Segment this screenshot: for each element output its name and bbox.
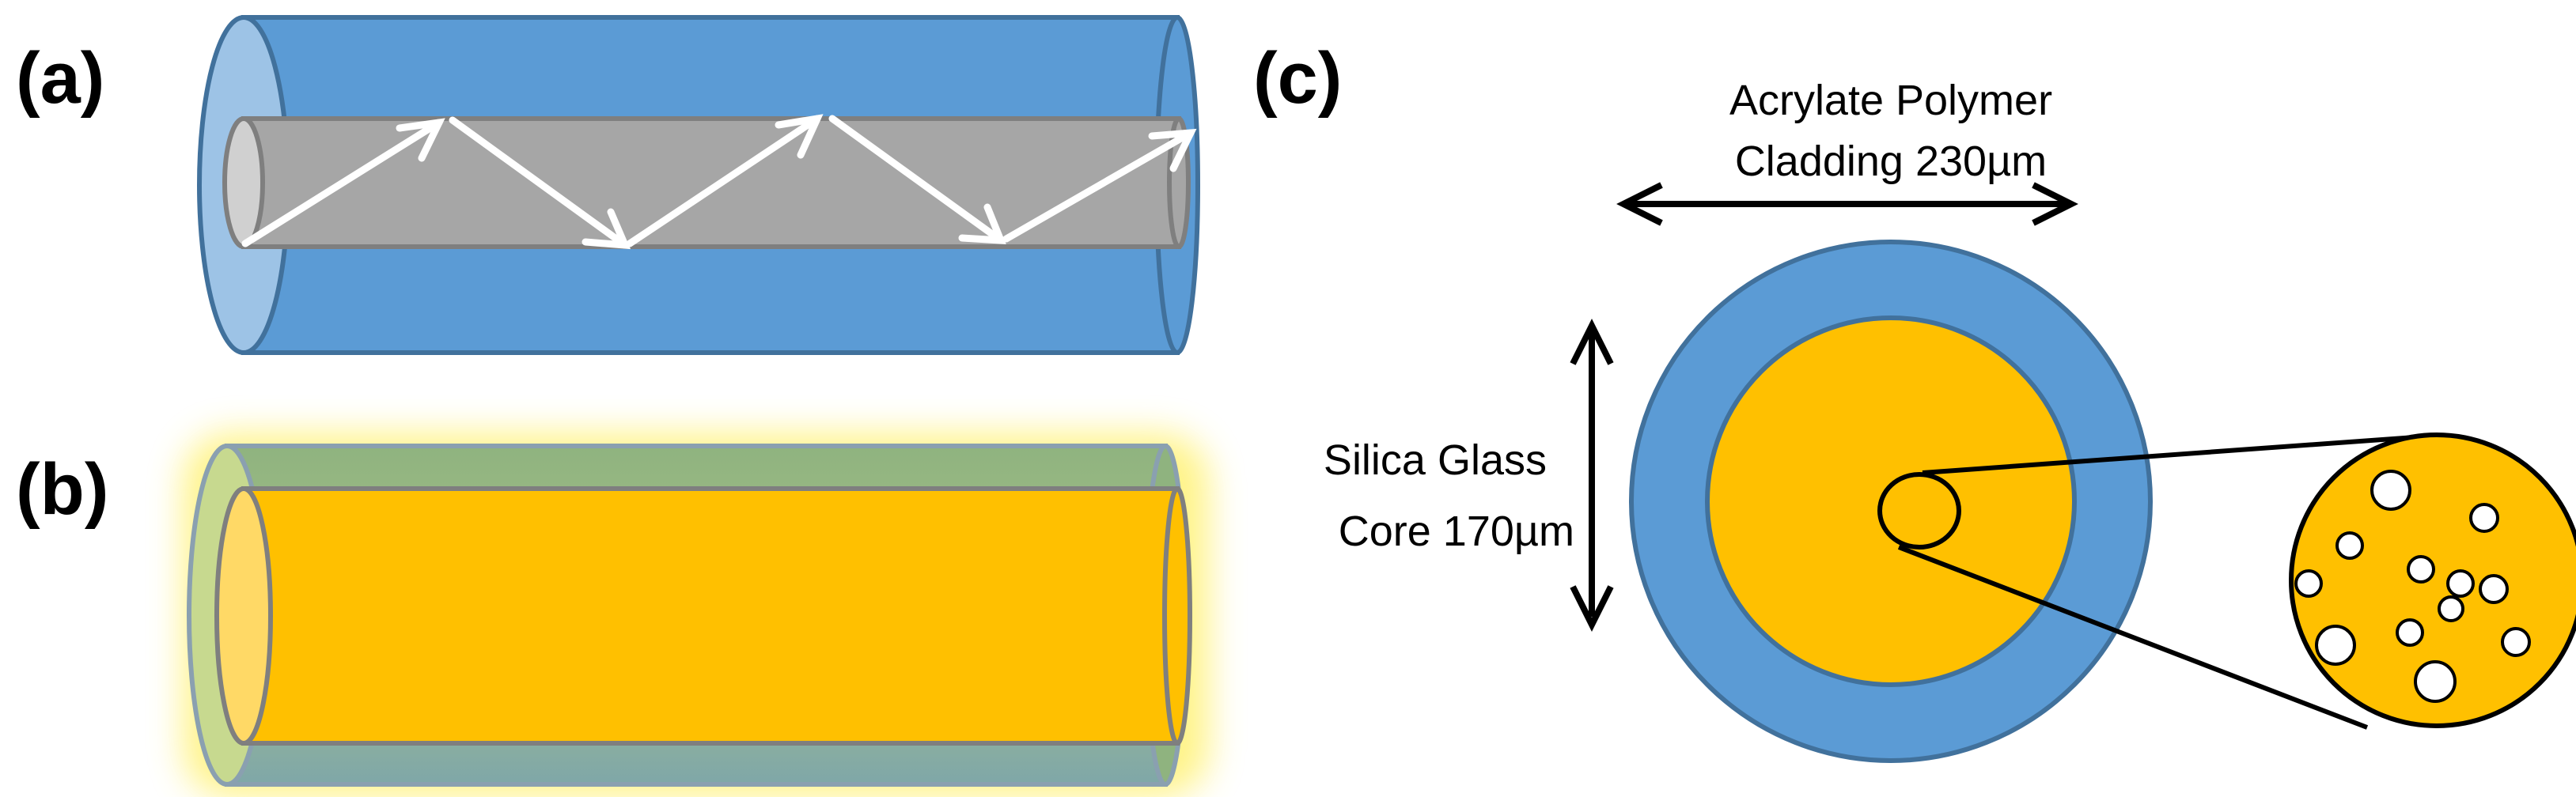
pore: [2501, 627, 2531, 657]
ray-segment: [1002, 129, 1195, 243]
callout-line-top: [1922, 434, 2426, 475]
light-ray-path: [241, 114, 1197, 250]
arrowhead: [1148, 128, 1197, 172]
panel-b: (b): [16, 433, 1209, 797]
panel-a-label: (a): [16, 38, 104, 119]
ray-segment: [626, 115, 821, 247]
pore: [2414, 660, 2457, 703]
panel-c-label: (c): [1253, 38, 1342, 119]
pore: [2479, 574, 2509, 604]
pore: [2294, 569, 2323, 598]
magnified-core-detail: [2289, 432, 2576, 728]
core-label-line2: Core 170µm: [1339, 508, 1574, 555]
magnification-callout: [1877, 432, 2576, 730]
panel-c: (c) Acrylate Polymer Cladding 230µm Sili…: [1253, 38, 2576, 763]
pore: [2335, 531, 2364, 560]
ray-segment: [241, 119, 443, 247]
cladding-label-line2: Cladding 230µm: [1735, 138, 2047, 185]
cladding-diameter-arrow: [1616, 182, 2078, 226]
arrowhead: [581, 208, 631, 250]
callout-line-bottom: [1897, 545, 2369, 730]
panel-a: (a): [16, 15, 1200, 355]
arrowhead: [958, 203, 1006, 244]
pore: [2446, 569, 2475, 598]
core-diameter-arrow: [1570, 319, 1614, 632]
ray-segment: [828, 115, 1005, 244]
pore: [2469, 503, 2499, 533]
ray-segment: [449, 116, 629, 249]
pores-group: [2294, 470, 2531, 703]
pore: [2396, 618, 2424, 647]
pore: [2407, 555, 2435, 584]
pore: [2315, 625, 2356, 666]
fiber-b-core: [214, 486, 1192, 746]
cladding-label-line1: Acrylate Polymer: [1729, 77, 2052, 124]
pore: [2370, 470, 2411, 511]
magnified-area-marker: [1877, 472, 1961, 550]
core-label-line1: Silica Glass: [1324, 436, 1547, 484]
fiber-a-core: [222, 116, 1191, 249]
arrowhead: [775, 114, 824, 159]
arrowhead: [396, 118, 445, 162]
panel-b-label: (b): [16, 449, 108, 530]
pore: [2438, 595, 2464, 622]
